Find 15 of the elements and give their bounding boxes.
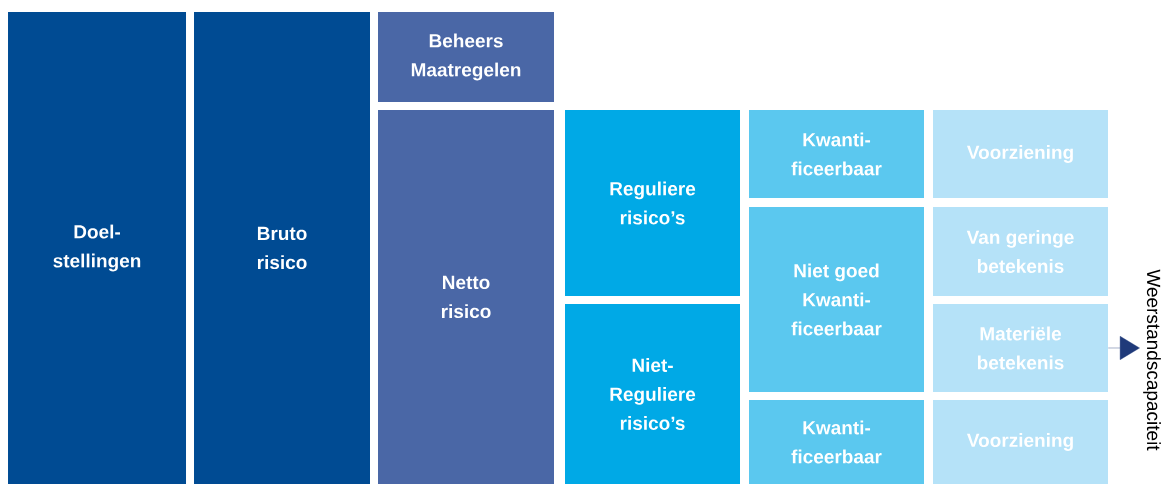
axis-label: Weerstandscapaciteit [1143,269,1161,451]
arrow [1108,336,1140,360]
risk-box: Niet goed Kwanti- ficeerbaar [749,207,924,392]
risk-box: Niet- Reguliere risico’s [565,304,740,484]
risk-box: Materiële betekenis [933,304,1108,392]
risk-box: Voorziening [933,400,1108,484]
risk-box: Voorziening [933,110,1108,198]
risk-box: Kwanti- ficeerbaar [749,400,924,484]
risk-box: Beheers Maatregelen [378,12,554,102]
risk-box: Doel- stellingen [8,12,186,484]
risk-box: Kwanti- ficeerbaar [749,110,924,198]
risk-box: Netto risico [378,110,554,484]
risk-box: Bruto risico [194,12,370,484]
risk-box: Van geringe betekenis [933,207,1108,296]
risk-box: Reguliere risico’s [565,110,740,296]
